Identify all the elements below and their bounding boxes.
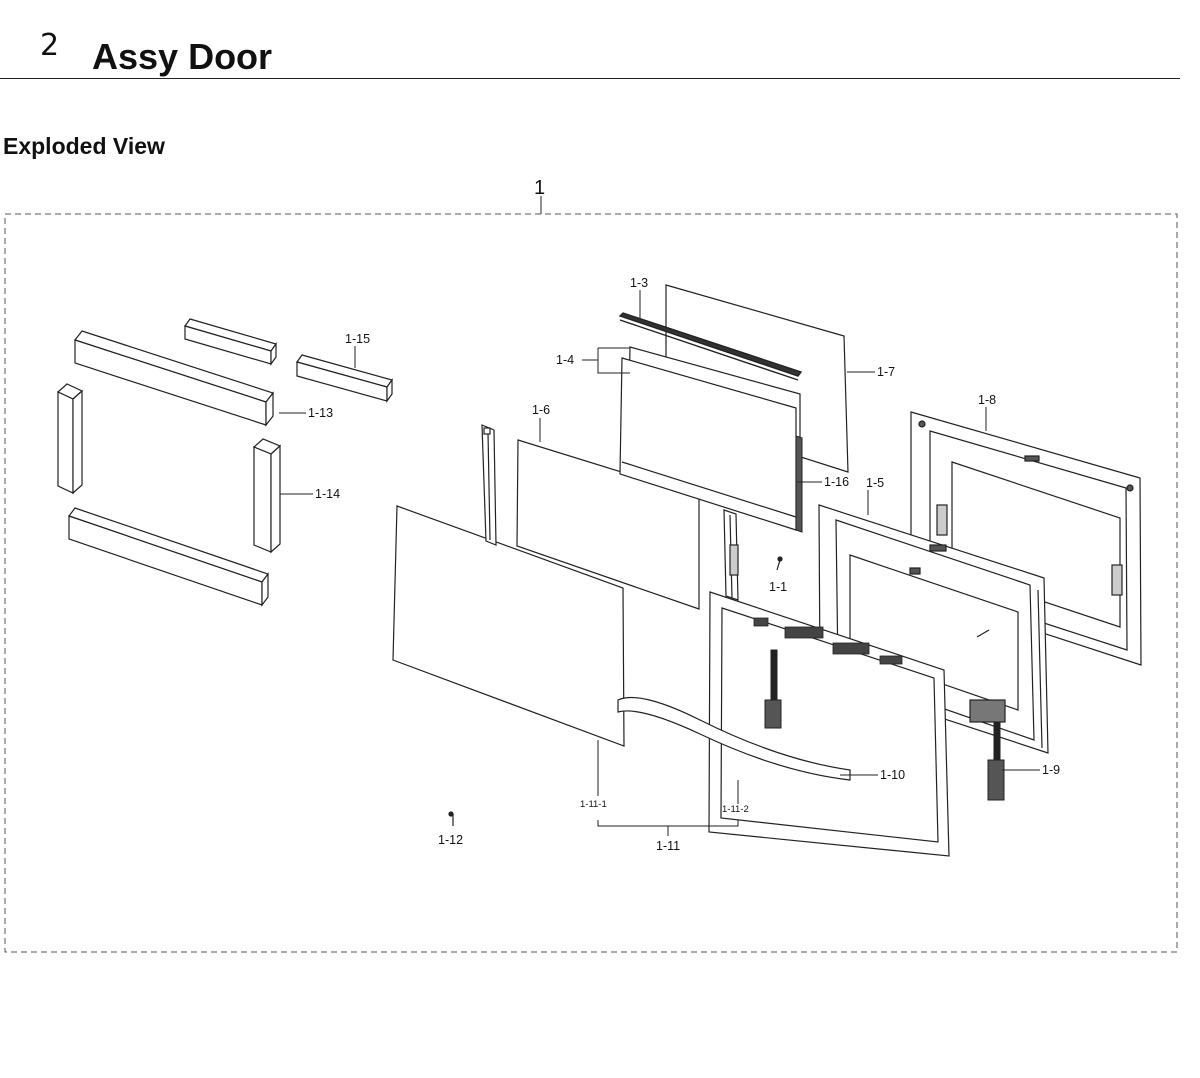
callout-1-10: 1-10 — [880, 768, 905, 782]
assembly-label: 1 — [534, 177, 545, 199]
callout-1-8: 1-8 — [978, 393, 996, 407]
callout-1-6: 1-6 — [532, 403, 550, 417]
part-1-10-handle — [617, 696, 851, 781]
page-title: Assy Door — [92, 36, 273, 77]
left-side-trim — [481, 424, 497, 546]
part-1-9-hinge-left — [764, 649, 782, 729]
right-side-trim — [723, 509, 739, 601]
part-1-4-glass-front — [619, 357, 797, 531]
callout-1-11-1: 1-11-1 — [580, 799, 607, 810]
part-1-3-gasket — [618, 312, 803, 381]
leader-lines — [279, 290, 1040, 836]
page-header: 2 Assy Door — [0, 0, 1200, 90]
bottom-block — [68, 507, 269, 607]
part-1-14-blocks — [56, 383, 282, 554]
callout-1-4: 1-4 — [556, 353, 574, 367]
part-1-12-screw — [448, 811, 454, 826]
callout-1-16: 1-16 — [824, 475, 849, 489]
part-1-1-screw — [776, 556, 990, 638]
section-number: 2 — [40, 28, 60, 63]
callout-1-15: 1-15 — [345, 332, 370, 346]
callout-1-1: 1-1 — [769, 580, 787, 594]
part-1-16-frame-edge — [795, 435, 803, 533]
callout-1-12: 1-12 — [438, 833, 463, 847]
part-1-15-blocks — [184, 318, 393, 403]
assembly-boundary — [4, 213, 1178, 953]
part-1-11-1-outer-glass — [392, 505, 625, 747]
callout-1-3: 1-3 — [630, 276, 648, 290]
callout-1-5: 1-5 — [866, 476, 884, 490]
callout-1-11: 1-11 — [656, 839, 680, 853]
part-1-9-hinge-right — [987, 721, 1005, 801]
front-frame-vents — [753, 617, 903, 665]
callout-1-13: 1-13 — [308, 406, 333, 420]
header-divider — [0, 78, 1180, 79]
part-1-13-block — [74, 330, 274, 427]
callout-1-9: 1-9 — [1042, 763, 1060, 777]
callout-1-14: 1-14 — [315, 487, 340, 501]
part-1-8-door-liner — [910, 411, 1142, 666]
callout-1-11-2: 1-11-2 — [722, 804, 749, 815]
view-title: Exploded View — [3, 133, 165, 159]
callout-1-7: 1-7 — [877, 365, 895, 379]
